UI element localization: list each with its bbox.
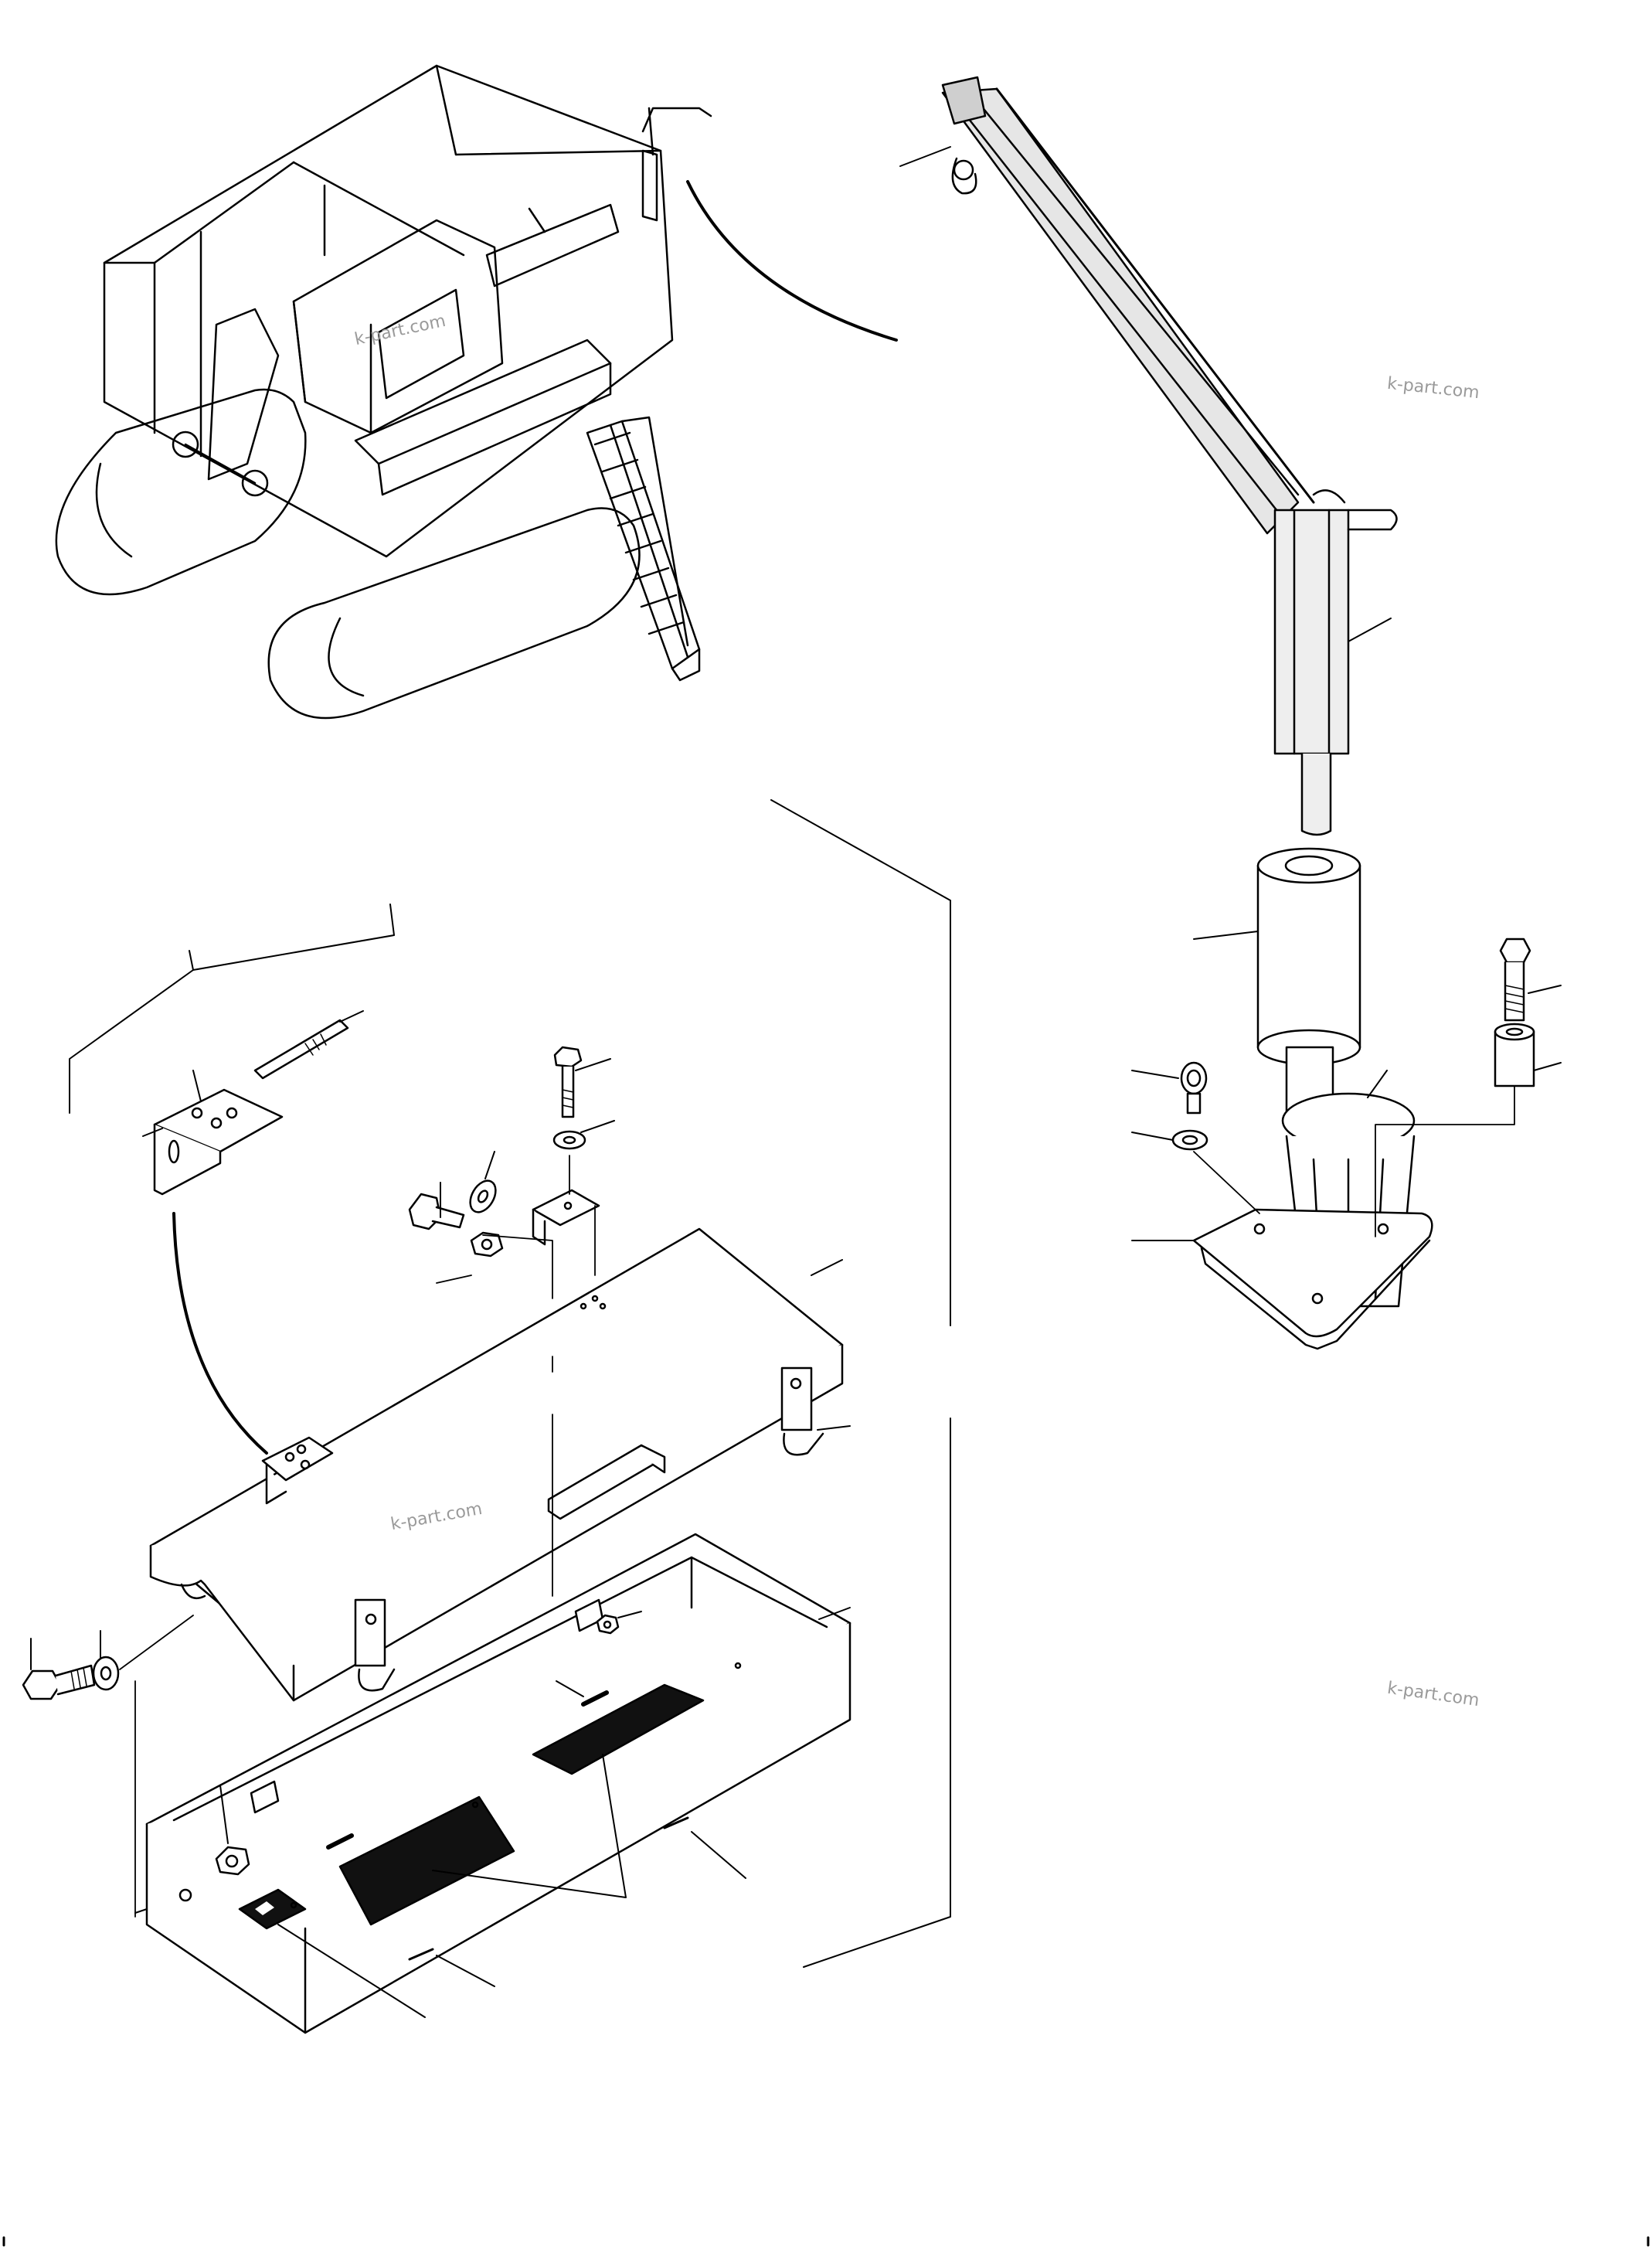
lid-hinge: [261, 1436, 334, 1505]
assembly-group-brace: [770, 799, 951, 1968]
track-rear: [55, 388, 307, 596]
upper-body: [103, 64, 674, 558]
callout-curve-crane: [686, 180, 898, 342]
spacer-sleeve: [1494, 1023, 1535, 1087]
crane-pedestal: [1192, 1046, 1433, 1350]
hex-nut-body: [215, 1846, 250, 1876]
lid-latch-front: [354, 1598, 396, 1692]
group-bracket-line: [69, 904, 395, 1114]
toolbox-location-marker: [485, 203, 620, 288]
washer-body: [92, 1656, 120, 1691]
hex-nut-lid: [470, 1231, 504, 1258]
lid-bracket: [532, 1189, 600, 1246]
pedestal-base-plate: [1192, 1208, 1433, 1338]
toolbox-body: [22, 1533, 851, 2034]
crane-mast: [1273, 489, 1398, 755]
crane-sleeve: [1256, 847, 1361, 1066]
drain-slot-rear: [663, 1816, 689, 1829]
track-front: [267, 507, 641, 720]
crane-spigot: [1300, 752, 1332, 836]
hex-bolt-side: [408, 1193, 465, 1230]
rubber-mat-corner: [238, 1888, 307, 1930]
rubber-mat-front: [338, 1795, 515, 1926]
hinge-pin: [253, 1010, 364, 1080]
washer-top: [552, 1130, 586, 1150]
washer-side: [469, 1179, 497, 1213]
hinge-plate: [153, 1088, 284, 1196]
crane-hook: [941, 76, 987, 195]
excavator-overview: [55, 64, 898, 720]
toolbox-lid-assembly: [149, 1046, 851, 1702]
drain-slot-front: [408, 1948, 434, 1961]
eye-bolt: [1180, 1061, 1208, 1115]
lid-latch-right: [780, 1366, 824, 1456]
rubber-mat-rear: [532, 1683, 705, 1775]
hinge-bracket-group: [69, 904, 395, 1455]
hex-bolt-top: [553, 1046, 583, 1118]
hex-nut-inner: [596, 1614, 620, 1635]
crane-assembly: [899, 76, 1562, 1350]
access-ladder: [586, 416, 701, 682]
hex-bolt-body: [22, 1664, 96, 1700]
bolt-pedestal: [1499, 938, 1531, 1022]
callout-curve-hinge: [172, 1212, 268, 1455]
